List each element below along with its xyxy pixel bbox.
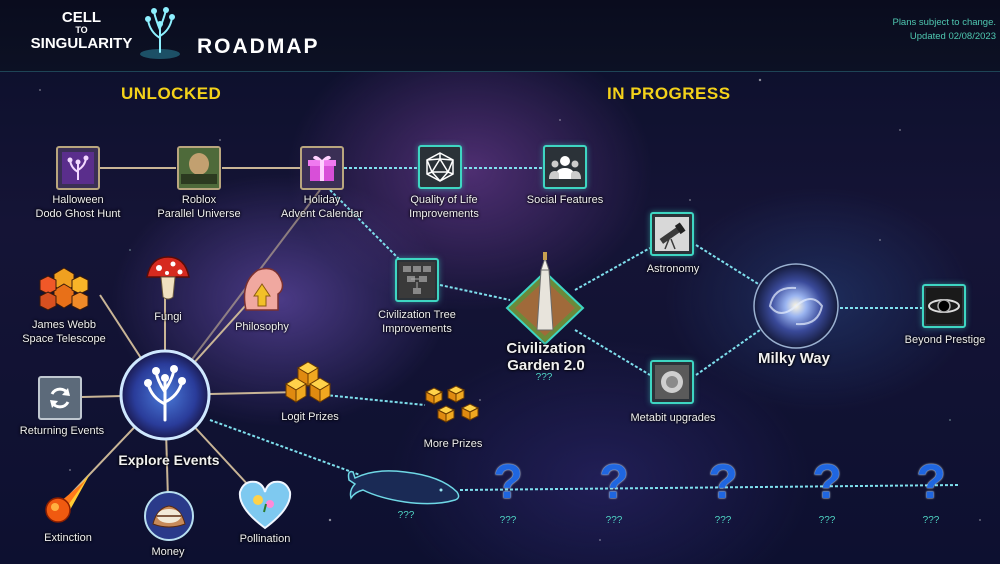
node-civilization-tree-label: Civilization Tree Improvements: [378, 309, 456, 335]
tree-icon: [119, 349, 211, 441]
unknown-node-label: ???: [922, 515, 940, 526]
section-unlocked-label: UNLOCKED: [121, 84, 222, 103]
heart-icon: [238, 480, 292, 530]
node-extinction-label: Extinction: [44, 532, 92, 544]
game-logo: CELL TO SINGULARITY: [30, 9, 133, 52]
metabit-icon: [650, 360, 694, 404]
node-social-features-label: Social Features: [526, 194, 604, 206]
icosahedron-icon: [418, 145, 462, 189]
unknown-node-label: ???: [605, 515, 623, 526]
node-civilization-garden-subtitle: ???: [535, 372, 553, 383]
node-roblox-label: Roblox Parallel Universe: [157, 194, 241, 220]
node-explore-events-label: Explore Events: [118, 452, 220, 468]
galaxy-icon: [753, 263, 839, 349]
people-icon: [543, 145, 587, 189]
node-logit-prizes-label: Logit Prizes: [281, 411, 339, 423]
node-civilization-garden-label: Civilization Garden 2.0: [506, 340, 586, 374]
node-fungi-label: Fungi: [154, 311, 182, 323]
node-quality-of-life-label: Quality of Life Improvements: [409, 194, 479, 220]
question-mark-icon: ?: [812, 456, 842, 509]
question-mark-icon: ?: [708, 456, 738, 509]
question-mark-icon: ?: [493, 456, 523, 509]
head-icon: [243, 267, 284, 311]
question-mark-icon: ?: [599, 456, 629, 509]
unknown-node-label: ???: [714, 515, 732, 526]
obelisk-icon: [505, 252, 585, 346]
roadmap-header: CELL TO SINGULARITY ROADMAP Plans subjec…: [0, 0, 1000, 72]
evolution-island-icon: [177, 146, 221, 190]
section-in-progress-label: IN PROGRESS: [607, 84, 731, 103]
logo-tree-icon: [140, 7, 180, 59]
question-mark-icon: ?: [916, 456, 946, 509]
node-returning-label: Returning Events: [19, 425, 105, 437]
node-milky-way-label: Milky Way: [758, 350, 830, 367]
black-hole-icon: [922, 284, 966, 328]
mushroom-icon: [146, 256, 190, 300]
mirror-icon: [39, 267, 89, 311]
shell-icon: [144, 491, 194, 541]
node-whale-label: ???: [397, 510, 415, 521]
cube-icon: [285, 361, 331, 403]
node-astronomy-label: Astronomy: [646, 263, 700, 275]
meteor-icon: [45, 474, 90, 523]
unknown-node-label: ???: [499, 515, 517, 526]
page-title: ROADMAP: [197, 35, 320, 58]
node-halloween-label: Halloween Dodo Ghost Hunt: [35, 194, 121, 220]
tree-icon: [56, 146, 100, 190]
node-metabit-upgrades-label: Metabit upgrades: [630, 412, 716, 424]
whale-icon: [347, 470, 460, 505]
gift-icon: [300, 146, 344, 190]
node-more-prizes-label: More Prizes: [423, 438, 483, 450]
update-notice: Plans subject to change. Updated 02/08/2…: [892, 17, 996, 42]
node-money-label: Money: [151, 546, 185, 558]
node-holiday-label: Holiday Advent Calendar: [281, 194, 363, 220]
refresh-icon: [38, 376, 82, 420]
unknown-node-label: ???: [818, 515, 836, 526]
node-pollination-label: Pollination: [239, 533, 291, 545]
telescope-icon: [650, 212, 694, 256]
node-beyond-prestige-label: Beyond Prestige: [904, 334, 986, 346]
tree-screen-icon: [395, 258, 439, 302]
node-webb-label: James Webb Space Telescope: [22, 319, 106, 345]
node-philosophy-label: Philosophy: [235, 321, 289, 333]
cubes-icon: [424, 385, 480, 423]
